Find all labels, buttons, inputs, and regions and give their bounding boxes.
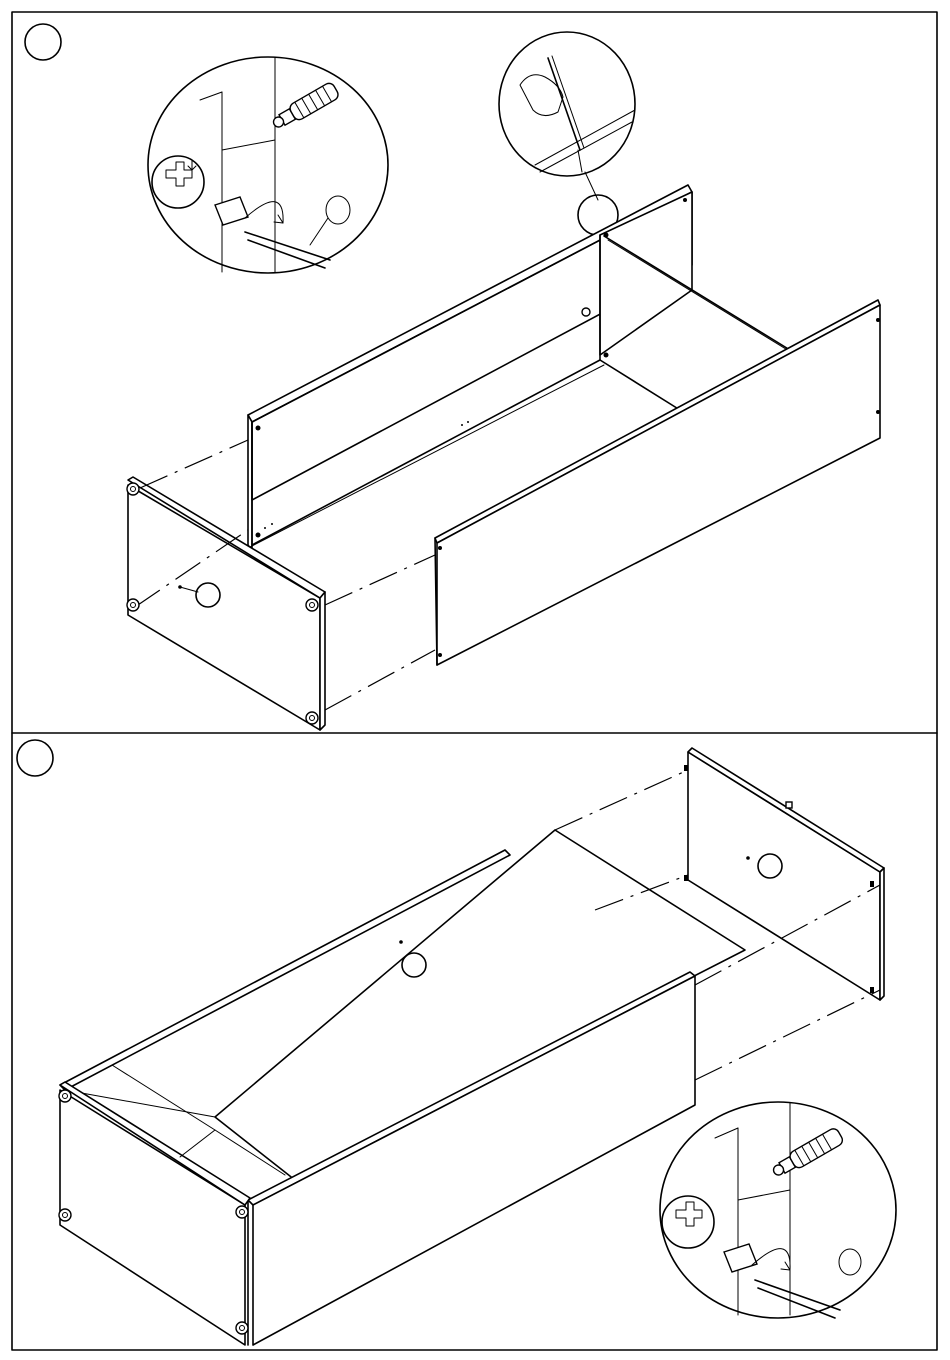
- cam-lock-dowel-detail-icon: [148, 57, 388, 273]
- step-2-illustration: [59, 748, 896, 1345]
- step-1-marker: [25, 24, 61, 60]
- step-2-marker: [17, 740, 53, 776]
- cam-lock-dowel-detail-icon: [660, 1102, 896, 1318]
- pencil-marking-detail-icon: [499, 32, 635, 235]
- step-1-illustration: [127, 32, 880, 730]
